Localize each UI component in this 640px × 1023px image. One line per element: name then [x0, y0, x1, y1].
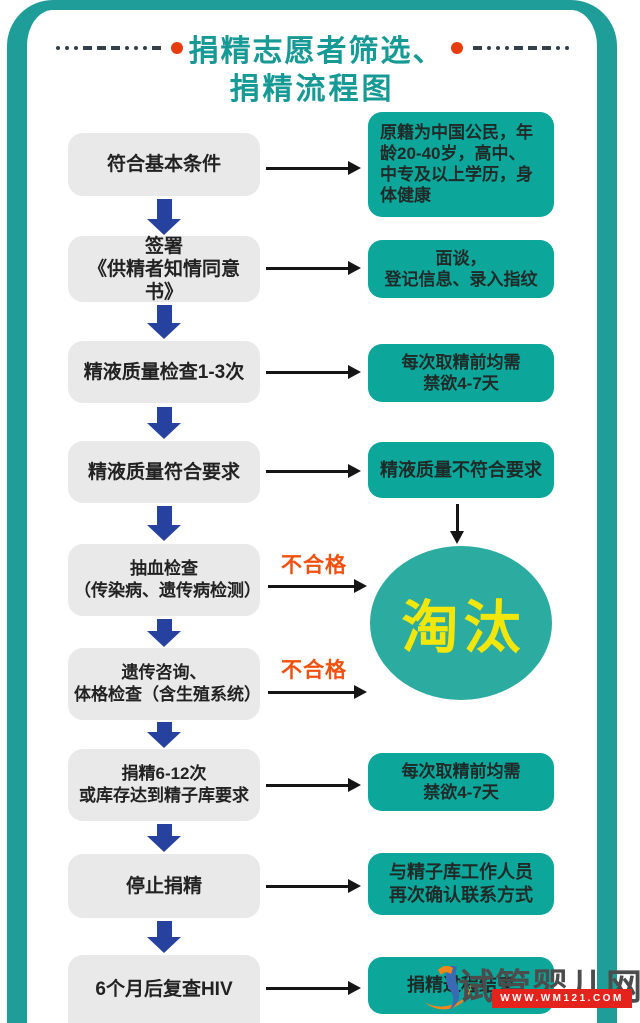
watermark: 试管婴儿网 WWW.WM121.COM [420, 954, 640, 1020]
arrow-down-icon [147, 506, 181, 541]
fail-label: 不合格 [281, 659, 347, 682]
note-box-semen-unqualified: 精液质量不符合要求 [368, 442, 554, 498]
step-box-semen-qualified: 精液质量符合要求 [68, 441, 260, 503]
note-box-process-end: 捐精过程结束 [368, 957, 554, 1014]
arrow-right-icon [266, 161, 361, 175]
step-box-stop-donation: 停止捐精 [68, 854, 260, 918]
arrow-down-icon [147, 921, 181, 953]
step-box-sign-consent: 签署 《供精者知情同意书》 [68, 236, 260, 303]
dash-decoration-left [55, 46, 161, 50]
arrow-down-icon [147, 407, 181, 439]
step-box-blood-test: 抽血检查 （传染病、遗传病检测） [68, 544, 261, 616]
arrow-right-icon [266, 981, 361, 995]
arrow-down-icon [147, 722, 181, 748]
eliminate-circle: 淘汰 [370, 546, 552, 700]
arrow-right-icon [266, 261, 361, 275]
fail-label: 不合格 [281, 554, 347, 577]
note-box-interview: 面谈， 登记信息、录入指纹 [368, 240, 554, 298]
arrow-right-icon [268, 685, 367, 699]
step-box-hiv-recheck: 6个月后复查HIV [68, 955, 260, 1023]
orange-dot-icon [170, 42, 183, 54]
arrow-right-icon [266, 879, 361, 893]
title-text-line1: 捐精志愿者筛选、 [188, 35, 445, 68]
arrow-right-icon [266, 464, 361, 478]
arrow-right-icon [266, 365, 361, 379]
arrow-down-icon [147, 619, 181, 647]
arrow-down-icon [147, 824, 181, 852]
note-box-confirm-contact: 与精子库工作人员 再次确认联系方式 [368, 853, 554, 915]
arrow-right-icon [266, 778, 361, 792]
step-box-basic-conditions: 符合基本条件 [68, 133, 260, 196]
note-box-abstinence-2: 每次取精前均需 禁欲4-7天 [368, 753, 554, 811]
note-box-basic-conditions: 原籍为中国公民，年龄20-40岁，高中、中专及以上学历，身体健康 [368, 112, 554, 217]
arrow-down-icon [147, 305, 181, 339]
step-box-donate-6-12: 捐精6-12次 或库存达到精子库要求 [68, 749, 260, 821]
step-box-semen-test: 精液质量检查1-3次 [68, 341, 260, 403]
note-box-abstinence-1: 每次取精前均需 禁欲4-7天 [368, 344, 554, 402]
arrow-down-icon [147, 199, 181, 235]
arrow-down-to-eliminate-icon [450, 504, 464, 544]
page-title: 捐精志愿者筛选、 [27, 26, 597, 70]
step-box-genetic-physical: 遗传咨询、 体格检查（含生殖系统） [68, 648, 261, 720]
orange-dot-icon [450, 42, 463, 54]
watermark-url: WWW.WM121.COM [492, 989, 632, 1008]
dash-decoration-right [472, 46, 569, 50]
page-border-frame [7, 0, 617, 1023]
title-text-line2: 捐精流程图 [229, 73, 395, 106]
arrow-right-icon [268, 579, 367, 593]
watermark-logo-icon [424, 965, 472, 1010]
